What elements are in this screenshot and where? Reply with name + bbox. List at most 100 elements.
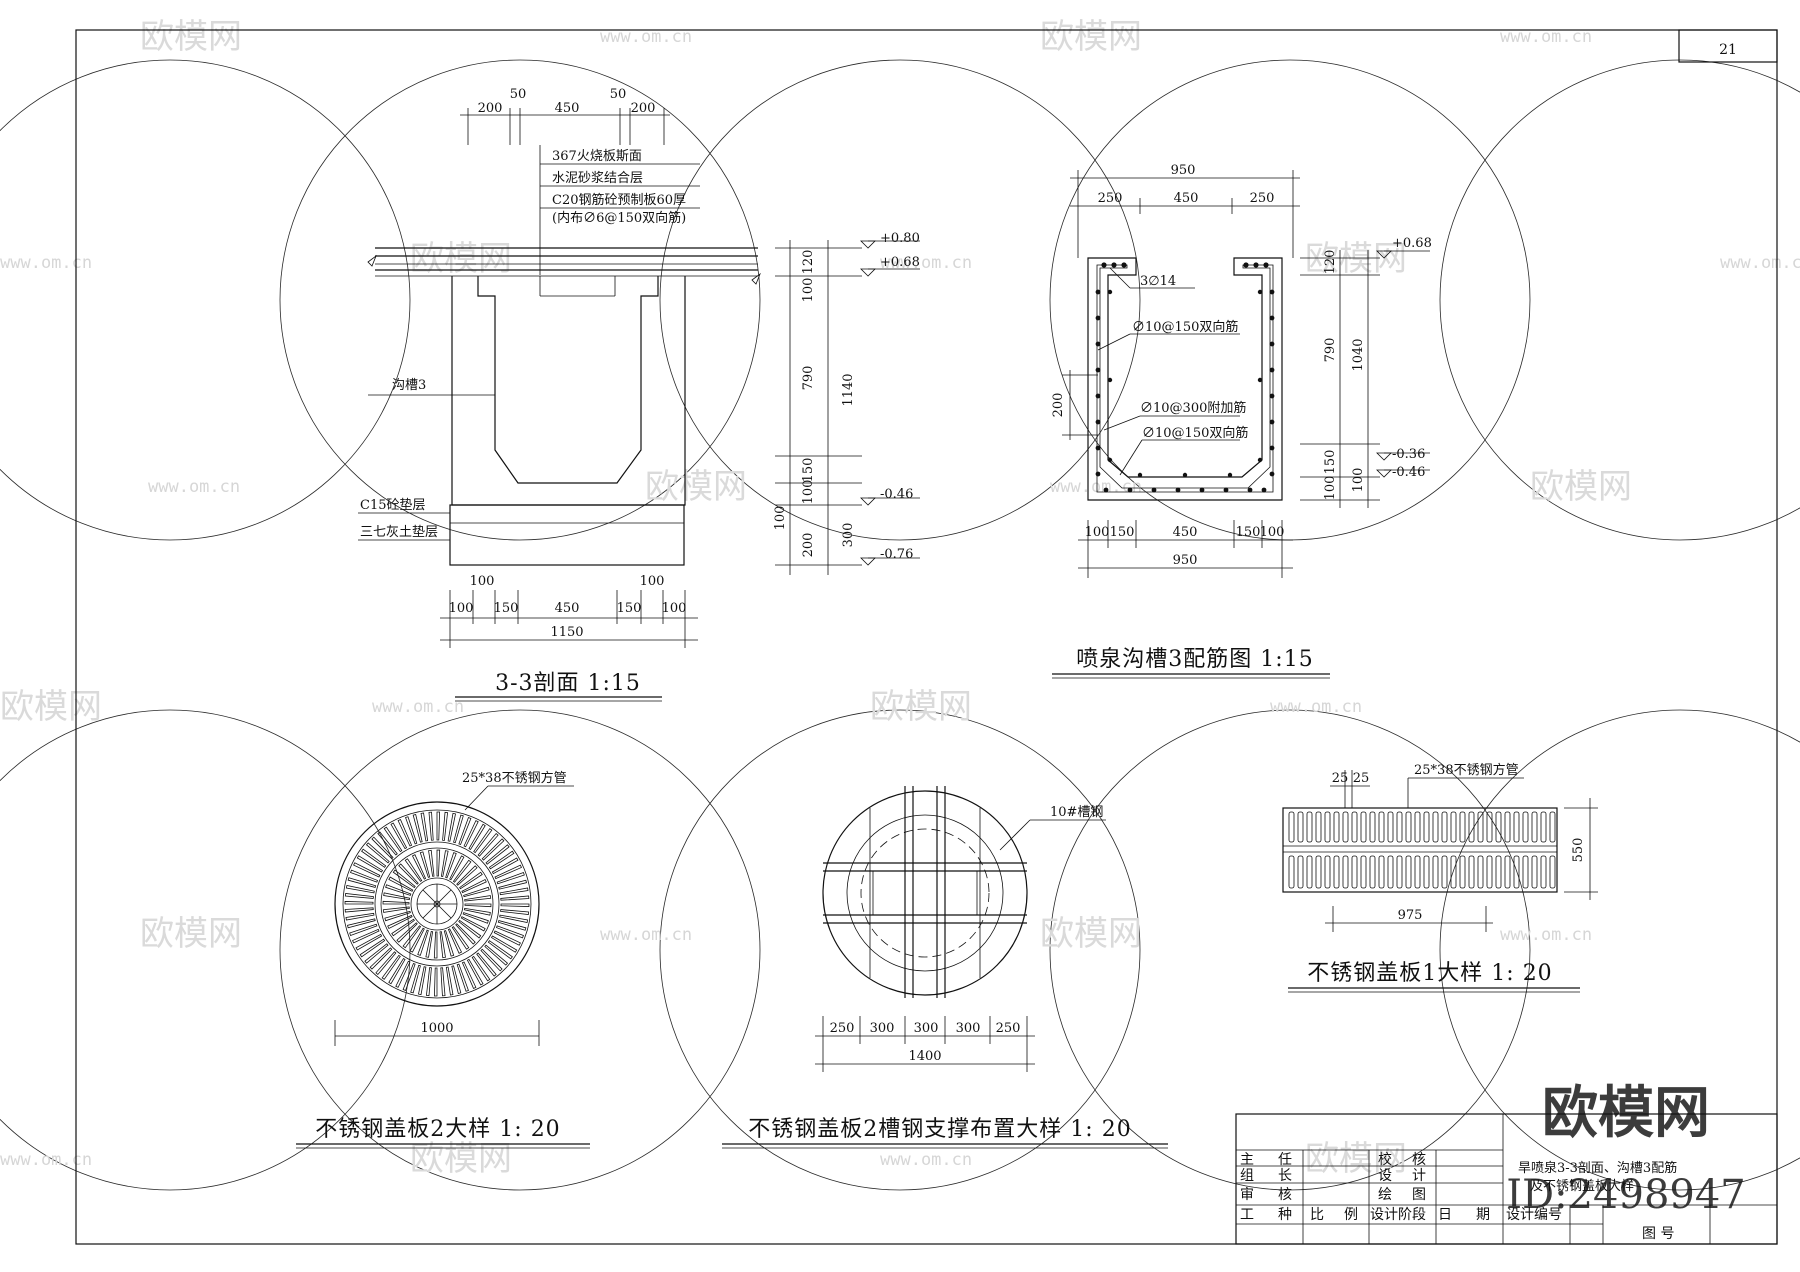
grating-bar xyxy=(1378,855,1385,889)
grating-bar xyxy=(1432,811,1439,843)
radial-bar xyxy=(381,954,401,980)
elevation-mark: -0.76 xyxy=(880,547,913,562)
radial-bar xyxy=(392,869,416,889)
radial-bar xyxy=(391,918,415,937)
radial-bar xyxy=(445,966,454,996)
radial-bar xyxy=(491,857,519,875)
radial-bar xyxy=(461,961,477,989)
wm-url: www.om.cn xyxy=(880,1150,972,1170)
dim-label: 150 xyxy=(494,601,519,616)
radial-bar xyxy=(383,892,411,901)
tb-cell: 图 xyxy=(1412,1187,1426,1203)
dim-label: 100 xyxy=(449,601,474,616)
grating-bar xyxy=(1297,811,1304,843)
radial-bar xyxy=(460,916,486,932)
radial-bar xyxy=(405,816,418,845)
grating-bar xyxy=(1360,855,1367,889)
radial-bar xyxy=(344,907,374,913)
dim-label: 150 xyxy=(1110,525,1135,540)
watermark-logo: 欧模网 ID:2498947 xyxy=(1506,1080,1746,1218)
grating-bar xyxy=(1441,855,1448,889)
radial-bar xyxy=(468,823,486,851)
dim-label: 25 xyxy=(1353,771,1370,786)
grating-bar xyxy=(1315,855,1322,889)
hub-spoke xyxy=(436,889,452,905)
radial-bar xyxy=(388,876,414,892)
tb-cell: 设计编号 xyxy=(1506,1207,1562,1223)
radial-bar xyxy=(353,862,381,878)
dim-label: 250 xyxy=(830,1021,855,1036)
dim-label: 100 xyxy=(662,601,687,616)
watermark-layer: 欧模网 欧模网 欧模网 欧模网 欧模网 欧模网 欧模网 欧模网 欧模网 欧模网 … xyxy=(0,17,1800,1191)
radial-bar xyxy=(375,951,397,976)
radial-bar xyxy=(434,967,438,997)
radial-bar xyxy=(463,886,490,898)
drawing-title: 不锈钢盖板2大样 1: 20 xyxy=(315,1117,560,1142)
grating-bar xyxy=(1468,855,1475,889)
wm-url: www.om.cn xyxy=(372,697,464,717)
radial-bar xyxy=(462,912,489,924)
radial-bar xyxy=(440,967,446,997)
radial-bar xyxy=(387,914,413,930)
radial-bar xyxy=(466,958,484,986)
dim-label: 150 xyxy=(1323,450,1338,475)
wm-brand: 欧模网 xyxy=(140,914,242,954)
radial-bar xyxy=(428,811,434,841)
callout-text: 367火烧板斯面 xyxy=(552,149,642,164)
grating-bar xyxy=(1288,855,1295,889)
tb-cell: 设计阶段 xyxy=(1370,1207,1426,1223)
dim-label: 300 xyxy=(870,1021,895,1036)
dim-label: 50 xyxy=(610,87,627,102)
wm-brand: 欧模网 xyxy=(410,239,512,279)
cover-plate-2: 25*38不锈钢方管 1000 不锈钢盖板2大样 1: 20 xyxy=(296,770,590,1149)
dim-label: 100 xyxy=(1260,525,1285,540)
tb-cell: 期 xyxy=(1476,1207,1490,1223)
drawing-title: 不锈钢盖板1大样 1: 20 xyxy=(1307,961,1552,986)
tb-cell: 日 xyxy=(1438,1207,1452,1223)
dim-label: 250 xyxy=(996,1021,1021,1036)
radial-bar xyxy=(420,812,429,842)
grating-bar xyxy=(1423,855,1430,889)
callout-text: C20钢筋砼预制板60厚 xyxy=(552,192,686,208)
radial-bar xyxy=(459,871,483,890)
drawing-title: 喷泉沟槽3配筋图 1:15 xyxy=(1076,647,1313,672)
radial-bar xyxy=(499,887,529,896)
radial-bar xyxy=(396,922,418,943)
radial-bar xyxy=(361,848,387,868)
radial-bar xyxy=(464,895,492,902)
dim-label: 200 xyxy=(1051,393,1066,418)
wm-brand: 欧模网 xyxy=(1530,467,1632,507)
grating-bar xyxy=(1351,855,1358,889)
radial-bar xyxy=(453,814,464,844)
dim-label: 150 xyxy=(1236,525,1261,540)
tb-cell: 比 xyxy=(1310,1207,1324,1223)
wm-brand: 欧模网 xyxy=(410,1139,512,1179)
dim-label: 450 xyxy=(555,601,580,616)
tb-cell: 任 xyxy=(1278,1152,1292,1168)
grating-bar xyxy=(1504,811,1511,843)
radial-bar xyxy=(402,925,422,949)
radial-bar xyxy=(485,844,510,865)
dim-label: 100 xyxy=(1085,525,1110,540)
rebar-dots xyxy=(1095,262,1275,493)
radial-bar xyxy=(402,962,416,991)
dim-label: 50 xyxy=(510,87,527,102)
radial-bar xyxy=(384,910,411,922)
dim-total: 950 xyxy=(1171,163,1196,178)
radial-bar xyxy=(480,948,503,972)
radial-bar xyxy=(365,842,390,864)
grating-bar xyxy=(1306,811,1313,843)
sheet-border xyxy=(75,29,1778,1245)
radial-bar xyxy=(411,854,427,880)
grating-bars xyxy=(1288,811,1556,889)
material-label: 25*38不锈钢方管 xyxy=(1414,762,1519,778)
material-label: 10#槽钢 xyxy=(1050,805,1103,820)
material-label: 25*38不锈钢方管 xyxy=(462,770,567,786)
radial-bar xyxy=(484,944,509,966)
radial-bar xyxy=(498,879,527,890)
radial-bar xyxy=(436,849,441,877)
radial-bar xyxy=(447,928,463,954)
radial-bar xyxy=(383,826,403,853)
radial-bar xyxy=(359,938,386,958)
radial-bar xyxy=(440,850,449,878)
